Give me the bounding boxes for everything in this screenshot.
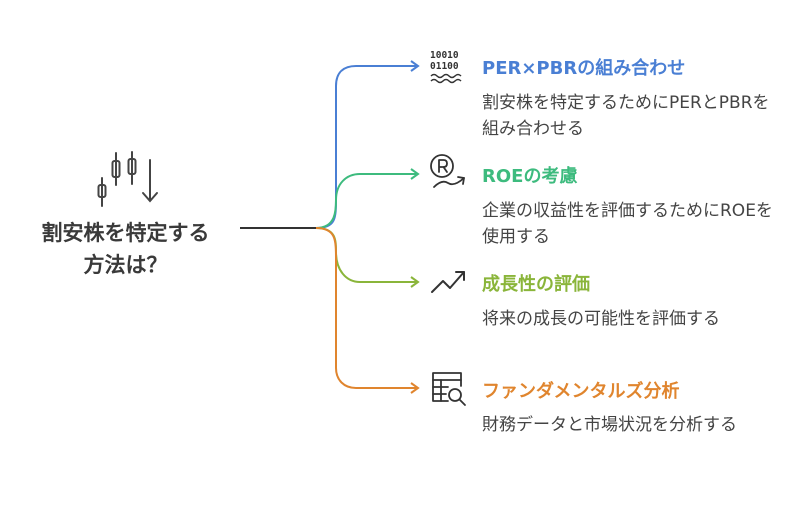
branch-arrowhead-1 [410,60,420,72]
binary-data-icon: 10010 01100 [430,50,462,84]
wave-line-1 [430,73,462,79]
branch-arrowhead-3 [410,276,420,288]
branch-connector-1 [315,65,416,229]
branch-desc-per-pbr: 割安株を特定するためにPERとPBRを組み合わせる [482,93,770,139]
branch-connector-4 [315,227,416,389]
root-title-line-1: 割安株を特定する [41,221,210,245]
binary-row-2: 01100 [430,61,459,72]
branch-arrowhead-4 [410,382,420,394]
branch-title-roe: ROEの考慮 [482,166,578,187]
branch-desc-fundamentals: 財務データと市場状況を分析する [482,415,737,435]
binary-row-1: 10010 [430,50,459,61]
currency-growth-icon [430,154,465,188]
branch-desc-growth: 将来の成長の可能性を評価する [482,309,720,329]
candlestick-chart-icon [97,151,158,207]
wave-line-2 [430,78,462,84]
branch-arrowhead-2 [410,168,420,180]
branch-title-per-pbr: PER×PBRの組み合わせ [482,58,686,79]
branch-connector-2 [315,173,416,229]
branch-title-fundamentals: ファンダメンタルズ分析 [482,381,680,402]
branch-title-growth: 成長性の評価 [482,274,590,295]
data-analysis-icon [432,372,466,406]
branch-connector-3 [315,227,416,283]
root-title: 割安株を特定する 方法は？ [18,217,233,281]
root-title-line-2: 方法は？ [83,253,168,277]
branch-desc-roe: 企業の収益性を評価するためにROEを使用する [482,201,773,247]
trending-up-icon [431,271,465,293]
